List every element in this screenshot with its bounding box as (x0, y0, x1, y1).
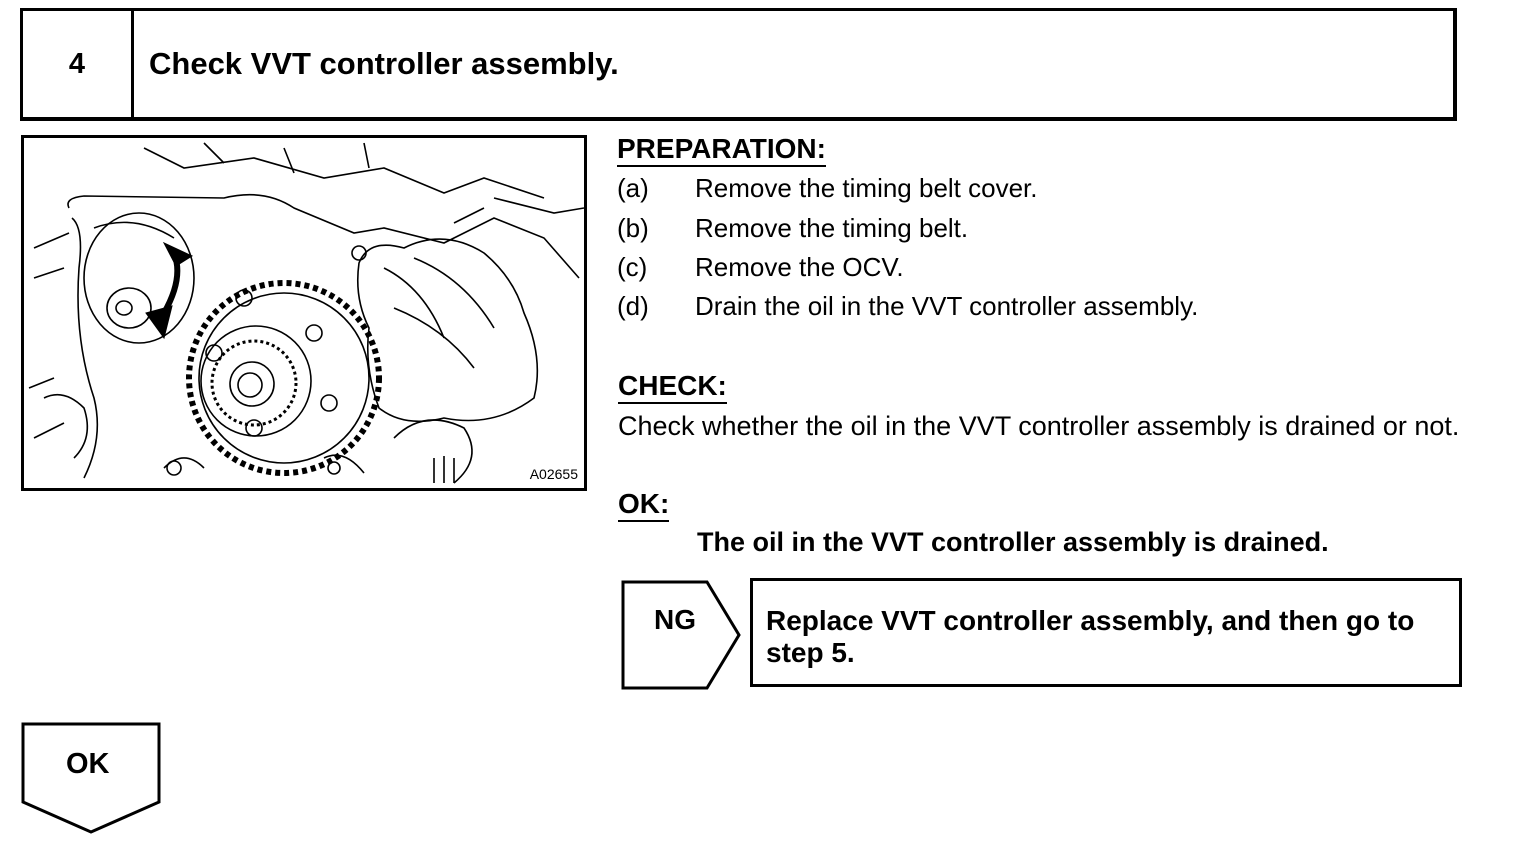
ng-action-box: Replace VVT controller assembly, and the… (750, 578, 1462, 687)
item-text: Remove the OCV. (695, 252, 904, 282)
step-header: 4 Check VVT controller assembly. (20, 8, 1457, 121)
item-letter: (d) (617, 291, 649, 321)
check-heading: CHECK: (618, 370, 727, 404)
ok-heading: OK: (618, 488, 670, 522)
item-letter: (b) (617, 213, 649, 243)
ok-result-text: The oil in the VVT controller assembly i… (697, 527, 1329, 557)
item-text: Drain the oil in the VVT controller asse… (695, 291, 1199, 321)
figure-code: A02655 (529, 466, 578, 482)
step-number: 4 (23, 11, 134, 117)
preparation-heading: PREPARATION: (617, 133, 826, 167)
engine-sprocket-drawing (28, 142, 584, 484)
ok-arrow-shape (21, 722, 161, 834)
ng-arrow-shape (621, 580, 741, 690)
check-text: Check whether the oil in the VVT control… (618, 411, 1460, 441)
item-text: Remove the timing belt cover. (695, 173, 1038, 203)
vvt-illustration: A02655 (21, 135, 587, 491)
item-letter: (c) (617, 252, 648, 282)
item-letter: (a) (617, 173, 649, 203)
ok-label: OK (66, 748, 110, 780)
ng-label: NG (654, 604, 696, 635)
item-text: Remove the timing belt. (695, 213, 969, 243)
step-title: Check VVT controller assembly. (149, 46, 619, 81)
